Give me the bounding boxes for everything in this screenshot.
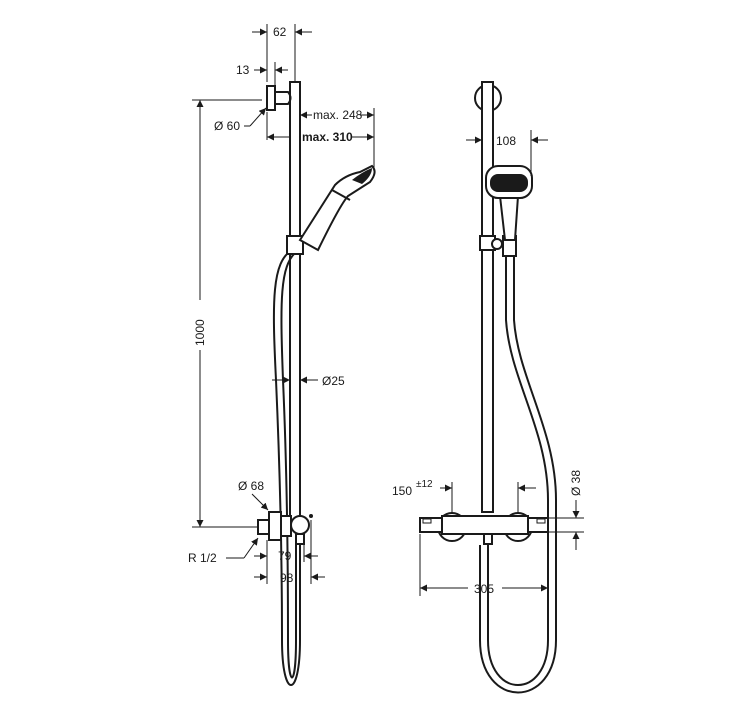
- dim-150-label: 150: [392, 484, 412, 498]
- side-view: 62 13 Ø 60 max. 248 max. 310: [188, 24, 376, 686]
- dim-108-label: 108: [496, 134, 516, 148]
- thermostat-front: [419, 512, 549, 545]
- dim-max-reach: max. 248 max. 310: [266, 108, 375, 168]
- slide-rail-front: [481, 81, 494, 513]
- slide-rail: [289, 81, 301, 523]
- hand-shower-front: [479, 165, 533, 257]
- dim-62-label: 62: [273, 25, 287, 39]
- dim-98-label: 98: [280, 571, 294, 585]
- dim-rail-diameter: Ø25: [272, 374, 345, 388]
- dim-r12-label: R 1/2: [188, 551, 217, 565]
- dim-outlet-diameter: Ø 68: [238, 479, 269, 511]
- dim-150: 150 ±12: [392, 479, 536, 514]
- dim-79-label: 79: [278, 549, 292, 563]
- dim-305-label: 305: [474, 582, 494, 596]
- dim-62: 62: [252, 24, 312, 82]
- dim-13-label: 13: [236, 63, 250, 77]
- dim-max-310-label: max. 310: [302, 130, 353, 144]
- front-view: 108 150 ±12 Ø 38 305: [392, 81, 584, 694]
- dim-38-label: Ø 38: [569, 470, 583, 496]
- dim-bracket-diameter: Ø 60: [214, 107, 267, 133]
- dim-68-label: Ø 68: [238, 479, 264, 493]
- dim-38: Ø 38: [548, 470, 584, 550]
- dim-thread: R 1/2: [188, 537, 259, 565]
- dim-13: 13: [236, 62, 288, 86]
- dim-1000: 1000: [192, 99, 262, 528]
- hand-shower-side: [286, 164, 376, 255]
- dim-79-98: 79 98: [254, 520, 325, 585]
- dim-1000-label: 1000: [193, 319, 207, 346]
- dim-max-248-label: max. 248: [313, 108, 363, 122]
- dim-305: 305: [419, 534, 549, 596]
- dim-108: 108: [466, 120, 548, 176]
- dim-60-label: Ø 60: [214, 119, 240, 133]
- thermostat-side: [257, 511, 313, 545]
- wall-bracket-top: [266, 85, 292, 111]
- dim-25-label: Ø25: [322, 374, 345, 388]
- dim-150-tolerance: ±12: [416, 479, 433, 490]
